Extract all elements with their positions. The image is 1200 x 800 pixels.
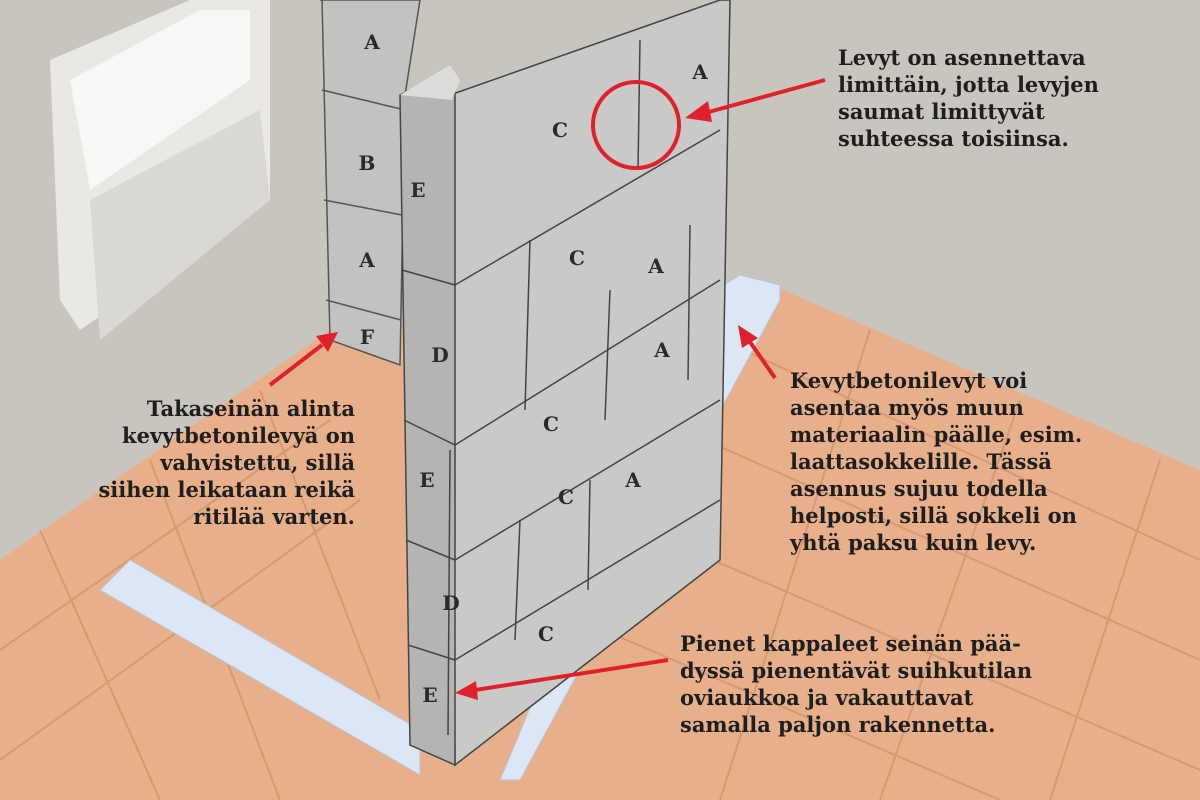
- note-line: vahvistettu, sillä: [160, 450, 355, 475]
- note-line: Takaseinän alinta: [146, 396, 355, 421]
- note-line: samalla paljon rakennetta.: [680, 712, 996, 737]
- block-label: B: [359, 151, 376, 175]
- block-label: C: [538, 622, 554, 646]
- block-label: E: [419, 468, 434, 492]
- back-wall-joints: [321, 89, 406, 321]
- arrow-head: [455, 681, 478, 700]
- note-line: suhteessa toisiinsa.: [838, 126, 1069, 151]
- block-label: A: [358, 248, 375, 272]
- note-overlap-joints: Levyt on asennettava limittäin, jotta le…: [838, 44, 1099, 152]
- note-line: dyssä pienentävät suihkutilan: [680, 658, 1033, 683]
- note-line: materiaalin päälle, esim.: [790, 422, 1083, 447]
- window-opening: [70, 10, 250, 190]
- note-line: oviaukkoa ja vakauttavat: [680, 685, 974, 710]
- note-back-wall: Takaseinän alinta kevytbetonilevyä on va…: [98, 395, 355, 530]
- note-line: kevytbetonilevyä on: [122, 423, 355, 448]
- arrow-head: [685, 101, 712, 122]
- note-line: laattasokkelille. Tässä: [790, 449, 1052, 474]
- note-line: asentaa myös muun: [790, 395, 1024, 420]
- block-label: A: [624, 468, 641, 492]
- block-label: E: [410, 178, 425, 202]
- window-sill: [90, 110, 270, 340]
- block-label: C: [543, 412, 559, 436]
- note-line: ritilää varten.: [193, 504, 355, 529]
- note-line: asennus sujuu todella: [790, 476, 1048, 501]
- block-label: F: [360, 325, 374, 349]
- wall-joints: [401, 39, 721, 736]
- block-label: D: [442, 591, 459, 615]
- note-line: Levyt on asennettava: [838, 45, 1086, 70]
- highlight-circle: [591, 80, 681, 170]
- block-label: E: [422, 683, 437, 707]
- block-label: A: [647, 254, 664, 278]
- note-end-pieces: Pienet kappaleet seinän pää- dyssä piene…: [680, 630, 1032, 738]
- wall-top: [400, 65, 460, 100]
- note-line: saumat limittyvät: [838, 99, 1045, 124]
- note-line: yhtä paksu kuin levy.: [790, 530, 1037, 555]
- note-plinth: Kevytbetonilevyt voi asentaa myös muun m…: [790, 367, 1082, 556]
- block-labels: A B A F E D E D E C A C A A C C A C: [358, 30, 708, 707]
- note-line: limittäin, jotta levyjen: [838, 72, 1099, 97]
- block-label: C: [569, 246, 585, 270]
- wall-end: [399, 68, 456, 767]
- block-label: D: [431, 343, 448, 367]
- block-label: A: [363, 30, 380, 54]
- note-line: helposti, sillä sokkeli on: [790, 503, 1077, 528]
- back-wall: [320, 0, 421, 367]
- note-line: Pienet kappaleet seinän pää-: [680, 631, 1021, 656]
- block-label: A: [691, 60, 708, 84]
- block-label: C: [558, 485, 574, 509]
- arrows: [268, 78, 826, 700]
- note-line: siihen leikataan reikä: [98, 477, 355, 502]
- arrow-head: [316, 332, 338, 352]
- note-line: Kevytbetonilevyt voi: [790, 368, 1028, 393]
- arrow-head: [738, 325, 758, 348]
- block-label: C: [552, 118, 568, 142]
- block-label: A: [653, 338, 670, 362]
